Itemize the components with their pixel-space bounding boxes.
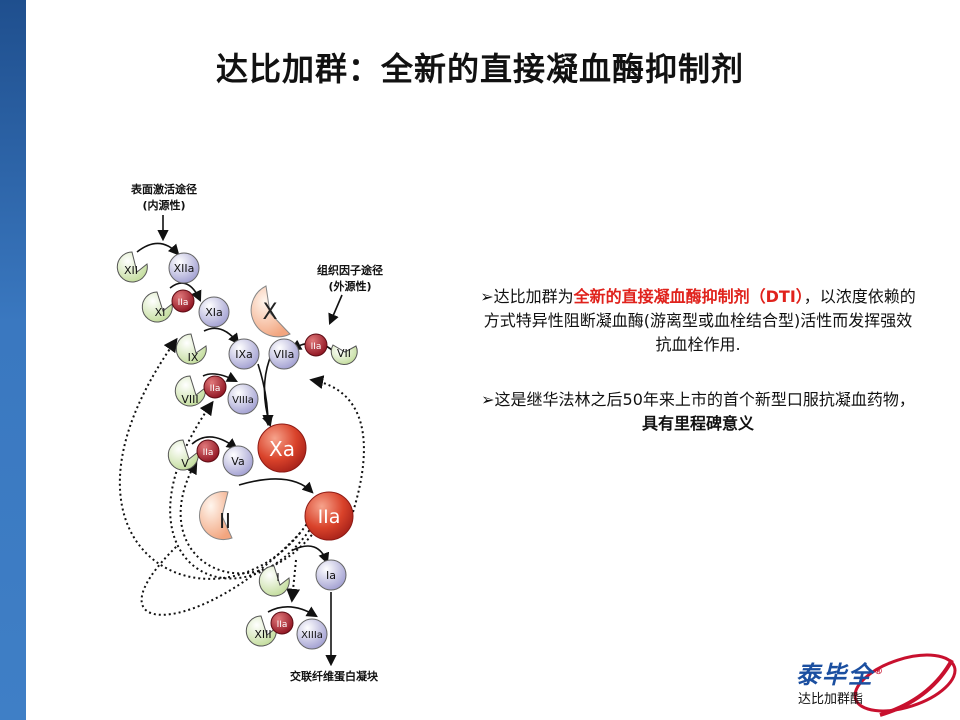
arrow-extrinsic-entry [328,294,343,326]
thrombin-ball-vii: IIa [311,342,322,352]
factor-viiia: VIIIa [232,395,254,406]
factor-xii: XII [124,264,138,277]
left-sidebar-band [0,0,26,720]
feedback-loop-outer [140,532,301,616]
factor-xiii: XIII [254,628,271,641]
bullet-milestone: ➢这是继华法林之后50年来上市的首个新型口服抗凝血药物， 具有里程碑意义 [478,388,918,436]
feedback-to-xi [118,337,313,580]
arrow-v-to-va [191,436,238,450]
extrinsic-pathway-label: 组织因子途径 [317,263,383,277]
brand-generic-name: 达比加群酯 [798,692,864,707]
registered-mark: ® [874,667,885,677]
bullet2-body: 这是继华法林之后50年来上市的首个新型口服抗凝血药物， [494,390,915,409]
intrinsic-pathway-sublabel: (内源性) [142,198,185,212]
arrow-ii-to-iia [238,478,314,494]
brand-name: 泰毕全 [796,661,874,689]
feedback-to-vii [309,375,365,513]
thrombin-ball-xi: IIa [178,298,189,308]
arrow-to-xa-intrinsic [257,363,274,427]
thrombin-ball-v: IIa [203,448,214,458]
bullet-marker: ➢ [480,287,494,306]
factor-viii: VIII [181,393,198,406]
zymogen-factors: XII XI IX VIII V VII I XIII X II [116,251,358,647]
feedback-to-v [179,459,319,575]
bullet1-intro: 达比加群为 [493,287,574,306]
factor-va: Va [231,455,244,468]
factor-viia: VIIa [274,348,295,361]
arrow-i-to-ia [292,545,330,565]
factor-x: X [262,300,277,325]
thrombin-ball-viii: IIa [210,384,221,394]
bullet1-highlight: 全新的直接凝血酶抑制剂（DTI） [573,287,804,306]
activation-arrows [136,215,343,667]
factor-ii: II [219,509,231,533]
activated-factors: XIIa XIa IXa VIIIa Va VIIa Ia XIIIa Xa I… [168,252,354,650]
factor-xi: XI [155,306,166,319]
factor-v: V [181,457,189,470]
thrombin-cofactors: IIa IIa IIa IIa IIa [171,289,328,635]
bullet-marker: ➢ [481,390,495,409]
bullet2-emphasis: 具有里程碑意义 [641,414,754,433]
factor-vii: VII [337,347,351,360]
feedback-to-xiii [286,559,301,603]
extrinsic-pathway-sublabel: (外源性) [328,279,371,293]
brand-logo-swoosh [853,653,957,717]
factor-ixa: IXa [235,348,253,361]
fibrin-clot-label: 交联纤维蛋白凝块 [290,669,379,683]
bullet-dabigatran-dti: ➢达比加群为全新的直接凝血酶抑制剂（DTI），以浓度依赖的方式特异性阻断凝血酶(… [478,285,918,357]
arrow-xi-to-xia [169,282,202,303]
factor-xiia: XIIa [174,262,195,275]
thrombin-ball-xiii: IIa [277,620,288,630]
bullet1-body: ，以浓度依赖的方式特异性阻断凝血酶(游离型或血栓结合型)活性而发挥强效抗血栓作用… [483,287,916,354]
arrow-ix-to-ixa [203,327,240,345]
factor-ia: Ia [326,569,336,582]
intrinsic-pathway-label: 表面激活途径 [130,182,197,196]
arrow-xiii-to-xiiia [267,606,318,618]
brand-logo-text: 泰毕全® [796,655,885,690]
factor-i: I [276,571,279,584]
factor-xia: XIa [205,306,223,319]
factor-iia: IIa [318,506,341,528]
factor-xiiia: XIIIa [301,630,323,641]
arrow-xii-to-xiia [136,242,180,256]
arrow-viii-to-viiia [202,371,238,383]
factor-ix: IX [188,351,199,364]
factor-xa: Xa [269,437,295,461]
slide-title: 达比加群：全新的直接凝血酶抑制剂 [215,50,744,88]
